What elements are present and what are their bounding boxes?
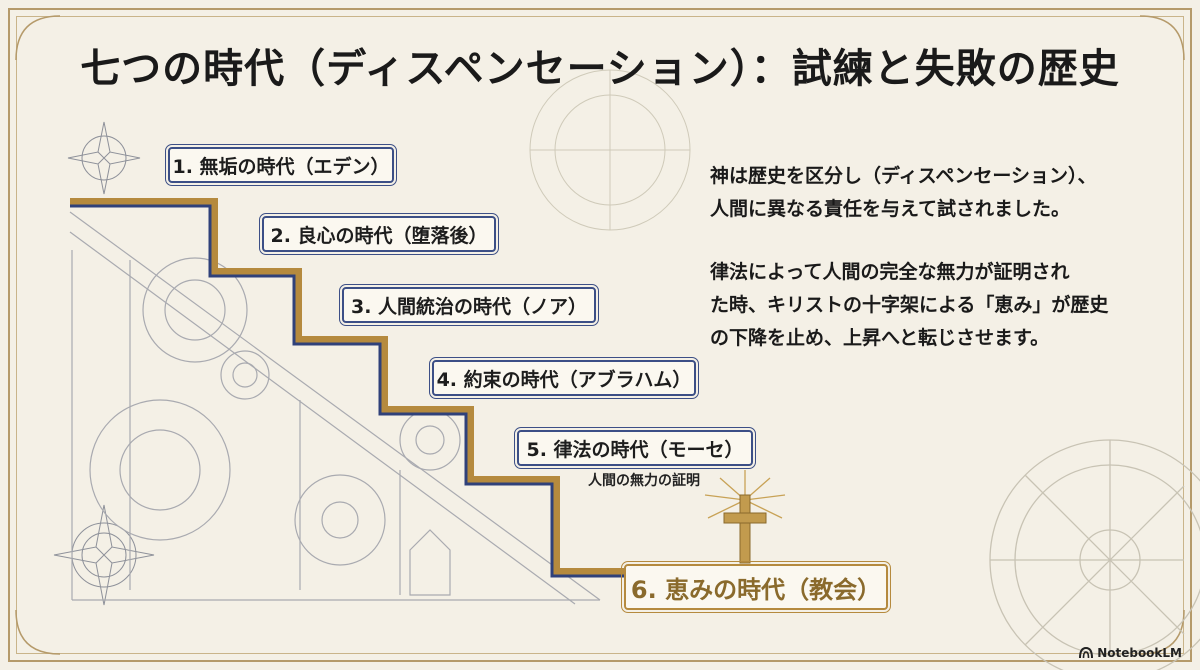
gear-machinery-sketch [69, 211, 601, 605]
inner-frame [16, 16, 1184, 654]
large-gear-sketch [989, 439, 1200, 670]
description-paragraph-2: 律法によって人間の完全な無力が証明され た時、キリストの十字架による「恵み」が歴… [710, 256, 1110, 355]
description-line: 人間に異なる責任を与えて試されました。 [710, 198, 1071, 220]
brand-name: NotebookLM [1097, 646, 1182, 660]
staircase-navy [70, 204, 700, 578]
description-line: の下降を止め、上昇へと転じさせます。 [710, 327, 1050, 349]
description-line: た時、キリストの十字架による「恵み」が歴史 [710, 294, 1109, 316]
dial-sketch [529, 69, 691, 231]
cross-icon [723, 494, 767, 564]
compass-rose-icon-lower [53, 504, 155, 606]
era-label-innocence: 1. 無垢の時代（エデン） [165, 144, 397, 186]
era-label-grace: 6. 恵みの時代（教会） [621, 561, 891, 613]
era-label-law: 5. 律法の時代（モーセ） [514, 427, 756, 469]
era-label-promise: 4. 約束の時代（アブラハム） [429, 357, 699, 399]
notebooklm-logo-icon [1079, 647, 1094, 659]
description-paragraph-1: 神は歴史を区分し（ディスペンセーション）、 人間に異なる責任を与えて試されました… [710, 160, 1110, 226]
notebooklm-branding: NotebookLM [1079, 646, 1182, 660]
era-label-conscience: 2. 良心の時代（堕落後） [259, 213, 499, 255]
law-era-note: 人間の無力の証明 [588, 473, 700, 489]
description-line: 神は歴史を区分し（ディスペンセーション）、 [710, 165, 1097, 187]
outer-frame [8, 8, 1192, 662]
era-label-human-government: 3. 人間統治の時代（ノア） [339, 284, 599, 326]
compass-rose-icon [67, 121, 141, 195]
corner-ornaments [15, 15, 1185, 655]
description-line: 律法によって人間の完全な無力が証明され [710, 261, 1070, 283]
staircase-gold [70, 198, 700, 576]
page-title: 七つの時代（ディスペンセーション）：試練と失敗の歴史 [80, 46, 1120, 92]
